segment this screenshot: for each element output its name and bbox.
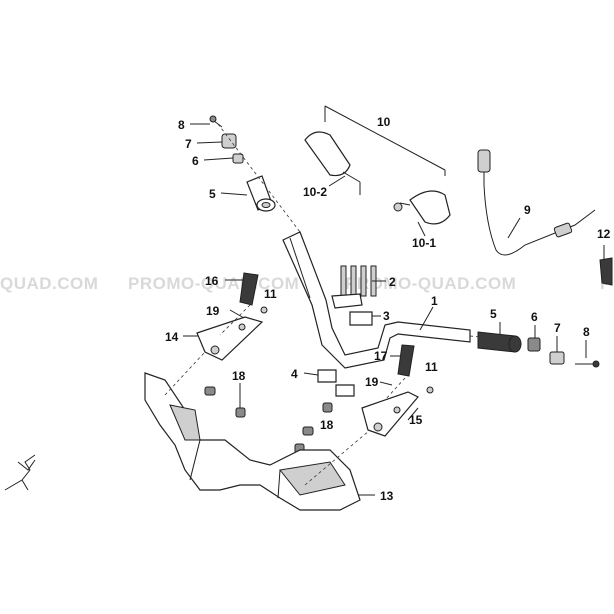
callout-9: 9 (524, 203, 531, 217)
callout-6-left: 6 (192, 154, 199, 168)
small-fasteners (204, 306, 434, 454)
callout-14: 14 (165, 330, 179, 344)
callout-1: 1 (431, 294, 438, 308)
callout-16: 16 (205, 274, 219, 288)
callout-labels: 8 7 6 5 10 10-2 10-1 9 12 2 1 3 4 16 11 … (165, 115, 611, 503)
left-grip-assembly (209, 115, 301, 233)
callout-5-left: 5 (209, 187, 216, 201)
callout-19-left: 19 (206, 304, 220, 318)
mirror-bracket-lines (324, 105, 446, 176)
handlebar-cover (144, 351, 371, 511)
callout-13: 13 (380, 489, 394, 503)
callout-5-right: 5 (490, 307, 497, 321)
callout-10-2: 10-2 (303, 185, 327, 199)
callout-6-right: 6 (531, 310, 538, 324)
callout-4: 4 (291, 367, 298, 381)
mirror-right (393, 190, 451, 225)
front-arrow-icon (4, 454, 36, 491)
right-grip-assembly (477, 331, 600, 368)
callout-12: 12 (597, 227, 611, 241)
callout-2: 2 (389, 275, 396, 289)
watermark-text-left: QUAD.COM (0, 274, 98, 293)
callout-8-left: 8 (178, 118, 185, 132)
throttle-cable (477, 149, 596, 256)
callout-17: 17 (374, 349, 388, 363)
callout-18-right: 18 (320, 418, 334, 432)
callout-7-left: 7 (185, 137, 192, 151)
callout-10: 10 (377, 115, 391, 129)
callout-10-1: 10-1 (412, 236, 436, 250)
watermark-text-right: PROMO-QUAD.COM (345, 274, 516, 293)
callout-15: 15 (409, 413, 423, 427)
mirror-left (304, 131, 361, 195)
switch-housing-right (361, 344, 419, 437)
leader-lines (183, 123, 605, 496)
callout-19-right: 19 (365, 375, 379, 389)
switch-housing-left (196, 272, 264, 361)
callout-7-right: 7 (554, 321, 561, 335)
callout-3: 3 (383, 309, 390, 323)
callout-11-left: 11 (264, 287, 277, 301)
callout-8-right: 8 (583, 325, 590, 339)
callout-18-left: 18 (232, 369, 246, 383)
handlebar (282, 231, 481, 369)
clip-12 (599, 250, 613, 286)
callout-11-right: 11 (425, 360, 438, 374)
